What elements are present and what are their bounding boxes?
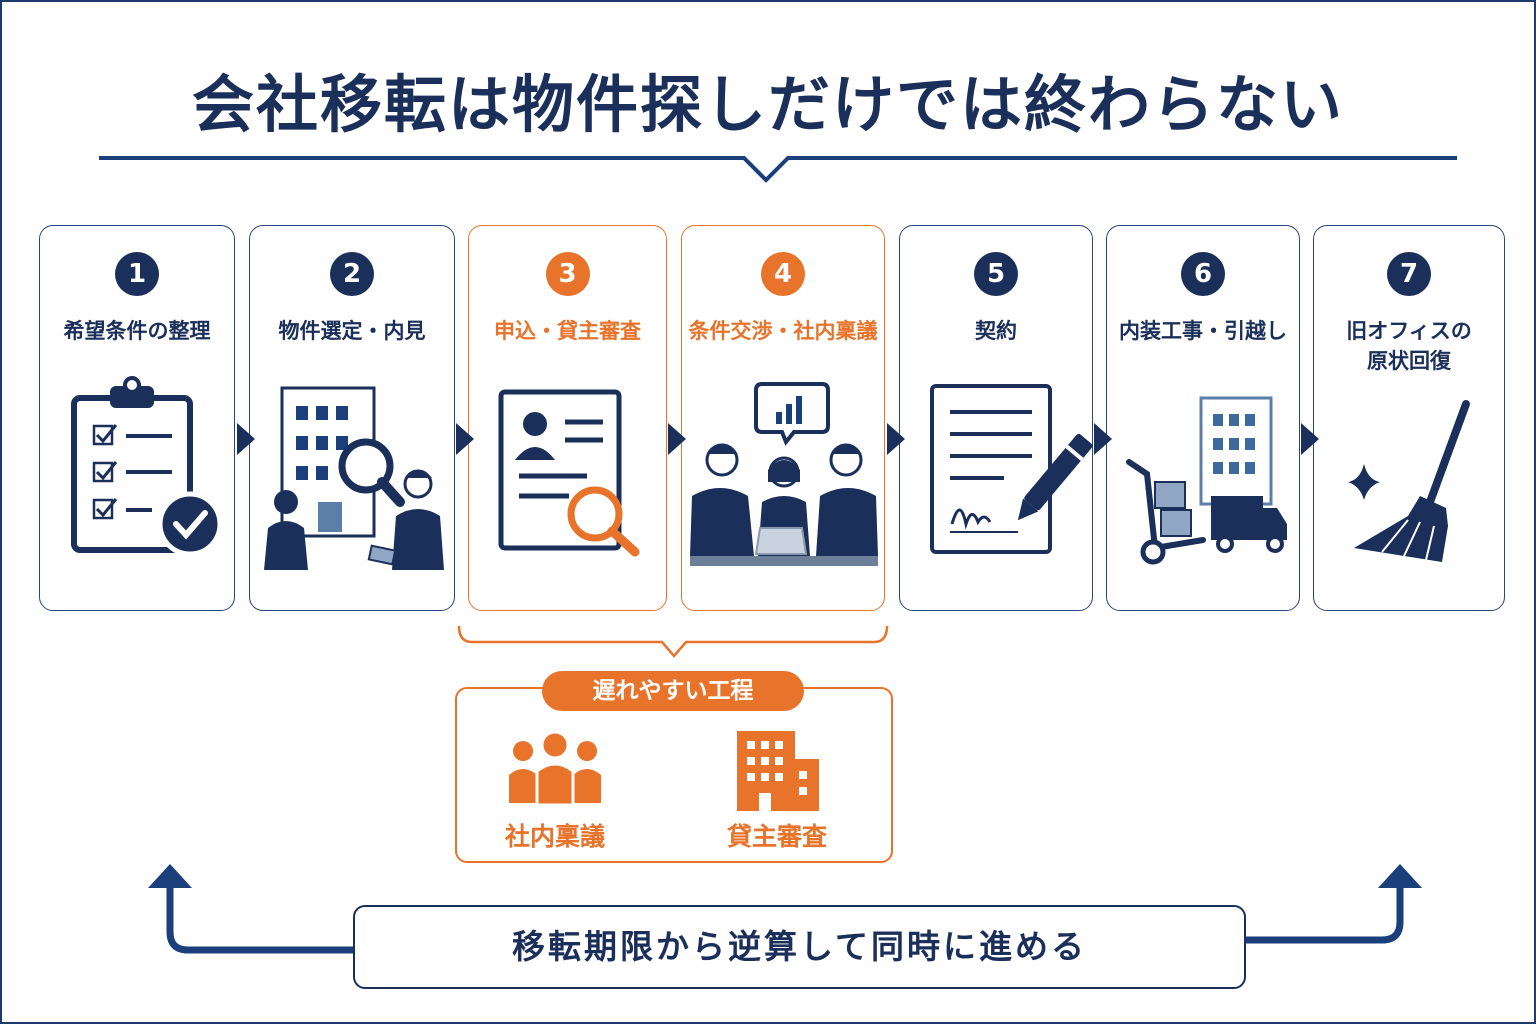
step-label: 物件選定・内見 [278,319,426,343]
step-label: 契約 [975,319,1017,343]
step-number: 4 [761,252,805,296]
document-review-icon [498,389,640,557]
people-group-icon [509,730,601,807]
meeting-discussion-icon [690,382,878,566]
step-card-3: 3 申込・貸主審査 [468,225,667,611]
step-label: 希望条件の整理 [63,319,211,343]
delay-heading-badge: 遅れやすい工程 [542,671,804,711]
step-number: 6 [1181,252,1225,296]
clipboard-checklist-icon [71,376,223,557]
step-number: 3 [545,252,590,296]
step-card-5: 5 契約 [899,225,1093,611]
step-card-4: 4 条件交渉・社内稟議 [681,225,885,611]
step-number: 7 [1387,252,1431,296]
step-card-6: 6 内装工事・引越し [1106,225,1300,611]
building-inspection-icon [264,386,444,570]
arrow-right-icon [1094,423,1112,455]
step-label: 申込・貸主審査 [494,319,641,343]
office-building-icon [737,731,819,811]
arrow-right-icon [1301,423,1319,455]
step-card-2: 2 物件選定・内見 [249,225,455,611]
arrow-right-icon [237,423,255,455]
step-card-1: 1 希望条件の整理 [39,225,235,611]
step-label: 旧オフィスの 原状回復 [1346,319,1472,373]
delay-item-label: 貸主審査 [726,822,827,851]
delay-panel: 社内稟議 貸主審査 [455,687,893,863]
page-title: 会社移転は物件探しだけでは終わらない [191,68,1344,141]
title-underline [99,156,1457,183]
broom-cleaning-icon [1348,400,1470,562]
step-label: 条件交渉・社内稟議 [688,319,878,343]
step-number: 1 [115,252,159,296]
arrow-right-icon [456,423,474,455]
step-label: 内装工事・引越し [1119,319,1287,343]
step-card-7: 7 旧オフィスの 原状回復 [1313,225,1505,611]
step-number: 2 [330,252,374,296]
delay-item-label: 社内稟議 [504,822,605,851]
contract-signing-icon [930,384,1093,554]
step-number: 5 [974,252,1018,296]
arrow-right-icon [887,423,905,455]
arrow-right-icon [668,423,686,455]
bottom-message-box: 移転期限から逆算して同時に進める [353,905,1246,989]
moving-truck-icon [1126,396,1287,565]
